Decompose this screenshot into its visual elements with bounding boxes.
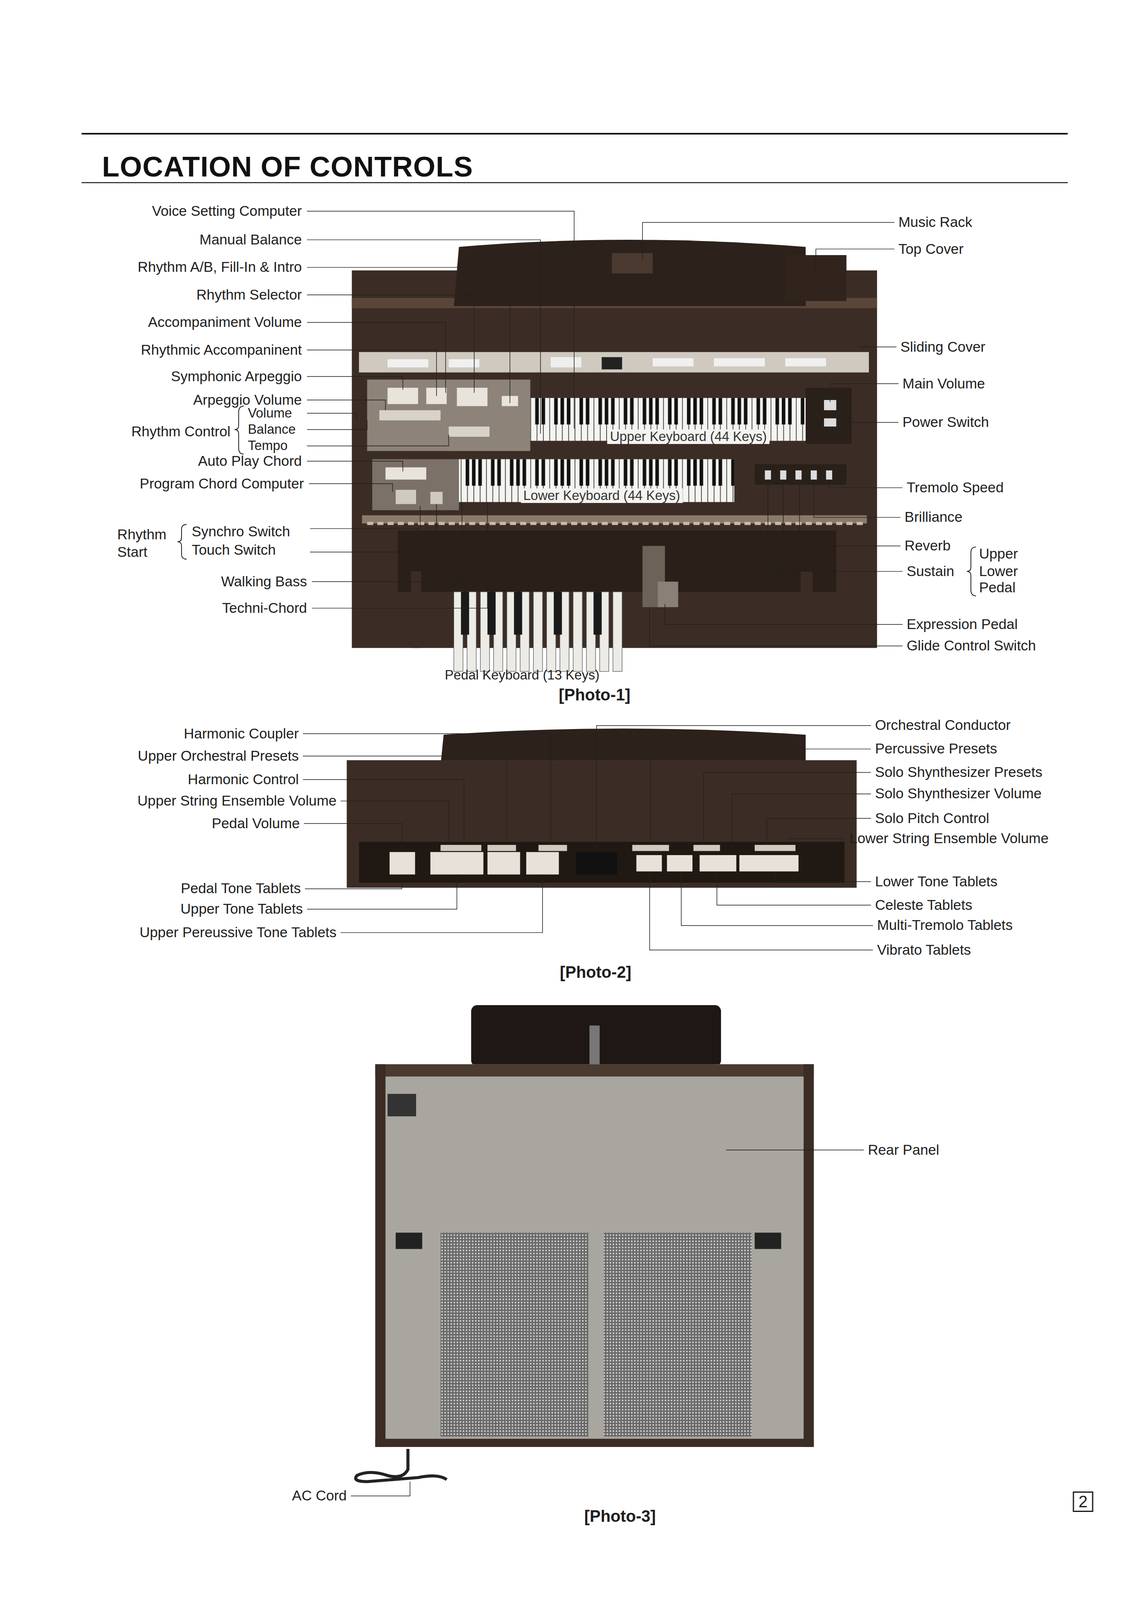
part-label: Harmonic Coupler: [183, 725, 299, 742]
part-label: Glide Control Switch: [906, 637, 1036, 654]
part-label: Harmonic Control: [187, 771, 300, 788]
part-label: Accompaniment Volume: [147, 314, 302, 331]
part-label: Techni-Chord: [222, 600, 308, 616]
part-label: Lower Keyboard (44 Keys): [520, 488, 683, 503]
part-label: Solo Shynthesizer Presets: [874, 764, 1043, 781]
part-label: Pedal Tone Tablets: [180, 880, 301, 897]
part-label: Pedal: [979, 579, 1016, 596]
part-label: Music Rack: [898, 214, 973, 231]
brace: [177, 405, 976, 596]
part-label: AC Cord: [292, 1487, 347, 1504]
part-label: Reverb: [904, 537, 951, 554]
part-label: Upper Keyboard (44 Keys): [607, 429, 770, 444]
part-label: Expression Pedal: [906, 616, 1018, 633]
part-label: Tempo: [247, 438, 288, 453]
leader-line: [302, 211, 903, 1496]
part-label: Voice Setting Computer: [152, 203, 303, 220]
organ-photo: [351, 239, 878, 672]
part-label: Lower: [979, 563, 1018, 580]
part-label: Orchestral Conductor: [874, 717, 1011, 734]
rear-photo: [355, 1004, 815, 1481]
part-label: Walking Bass: [220, 573, 307, 590]
part-label: Solo Shynthesizer Volume: [874, 785, 1042, 802]
part-label: Upper String Ensemble Volume: [137, 792, 337, 809]
part-label: Rhythm A/B, Fill-In & Intro: [137, 259, 302, 276]
part-label: Lower String Ensemble Volume: [849, 830, 1049, 847]
part-label: Manual Balance: [199, 231, 303, 248]
part-label: Celeste Tablets: [874, 896, 973, 913]
part-label: Rear Panel: [868, 1141, 940, 1158]
part-label: Arpeggio Volume: [193, 391, 302, 408]
part-label: Auto Play Chord: [197, 453, 302, 470]
part-label: Sliding Cover: [900, 338, 986, 355]
part-label: Percussive Presets: [874, 740, 998, 757]
part-label: Rhythmic Accompaninent: [140, 341, 303, 358]
part-label: Volume: [247, 405, 292, 421]
part-label: Start: [117, 543, 148, 560]
photo-caption: [Photo-2]: [559, 962, 632, 981]
part-label: Symphonic Arpeggio: [170, 368, 302, 385]
part-label: Solo Pitch Control: [874, 809, 989, 826]
part-label: Pedal Volume: [211, 815, 300, 831]
part-label: Lower Tone Tablets: [874, 873, 998, 889]
part-label: Upper Pereussive Tone Tablets: [139, 924, 337, 941]
part-label: Balance: [247, 422, 296, 437]
part-label: Vibrato Tablets: [876, 941, 971, 958]
part-label: Touch Switch: [191, 541, 276, 558]
page-number: 2: [1073, 1490, 1094, 1512]
part-label: Upper Orchestral Presets: [137, 747, 300, 764]
part-label: Tremolo Speed: [906, 479, 1004, 496]
part-label: Synchro Switch: [191, 523, 291, 540]
photo-caption: [Photo-1]: [558, 685, 631, 704]
part-label: Brilliance: [904, 509, 963, 525]
part-label: Top Cover: [898, 240, 964, 257]
part-label: Pedal Keyboard (13 Keys): [444, 667, 600, 683]
part-label: Program Chord Computer: [139, 475, 304, 492]
title-rule: [81, 133, 1068, 183]
part-label: Main Volume: [902, 375, 986, 392]
panel-photo: [346, 728, 857, 888]
part-label: Multi-Tremolo Tablets: [876, 917, 1013, 933]
page-title: LOCATION OF CONTROLS: [102, 149, 474, 183]
part-label: Rhythm: [117, 526, 167, 543]
part-label: Sustain: [906, 563, 954, 580]
part-label: Power Switch: [902, 414, 989, 431]
photo-caption: [Photo-3]: [584, 1506, 657, 1525]
part-label: Rhythm Selector: [196, 287, 303, 303]
part-label: Upper Tone Tablets: [180, 900, 303, 917]
part-label: Upper: [979, 545, 1018, 562]
part-label: Rhythm Control: [131, 423, 231, 440]
